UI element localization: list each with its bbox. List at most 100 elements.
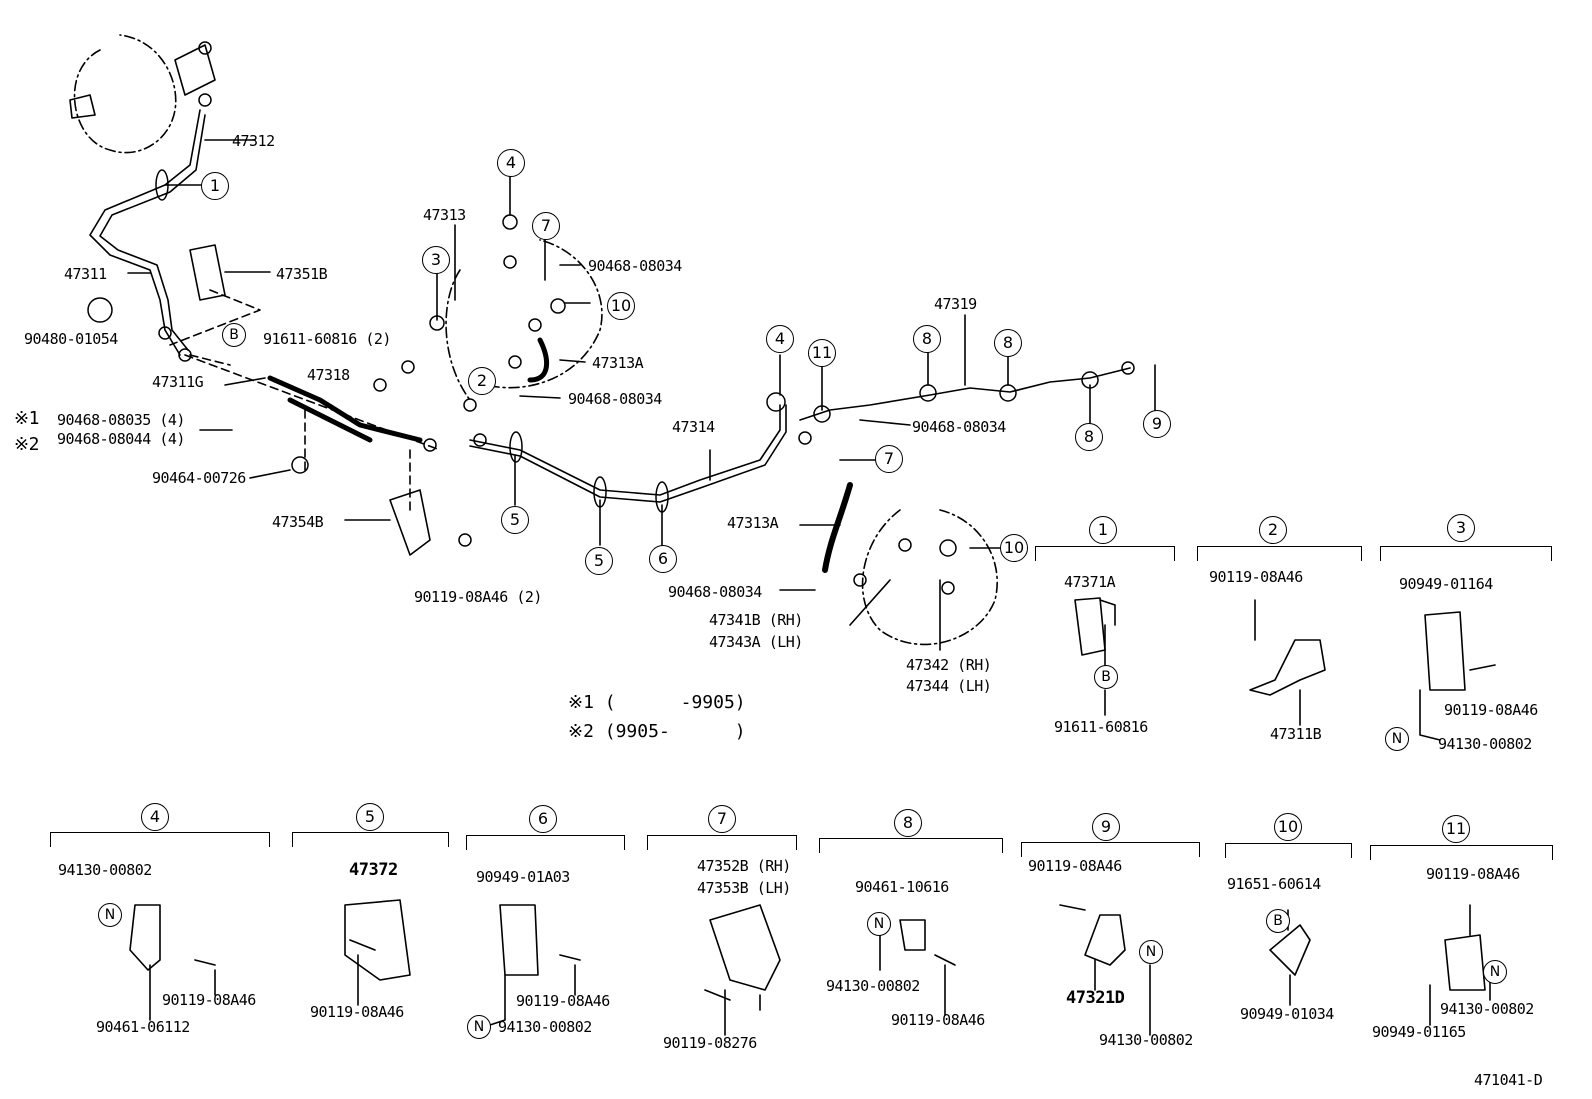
part-47319: 47319 (934, 295, 977, 313)
detail-10-part-b: 90949-01034 (1240, 1005, 1334, 1023)
detail-9-clip (1059, 904, 1126, 966)
part-47344-lh: 47344 (LH) (906, 677, 992, 695)
pipe-47314 (469, 404, 781, 496)
detail-3-clip (1424, 611, 1496, 691)
detail-8-clip (899, 919, 956, 966)
fitting-14 (1121, 361, 1135, 375)
detail-6-part-b: 90119-08A46 (516, 992, 610, 1010)
detail-3-part-a: 90949-01164 (1399, 575, 1493, 593)
part-90468-08035: 90468-08035 (4) (57, 411, 185, 429)
detail-7-bracket-line (647, 835, 797, 850)
callout-5b: 5 (585, 547, 613, 575)
detail-8-part-b: 94130-00802 (826, 977, 920, 995)
detail-10-clip (1269, 924, 1311, 976)
fitting-20 (87, 297, 113, 323)
fitting-12 (508, 355, 522, 369)
detail-1-num: 1 (1089, 516, 1117, 544)
detail-1-part-a: 47371A (1064, 573, 1116, 591)
detail-9-part-b: 47321D (1066, 988, 1125, 1008)
detail-5-bracket (292, 832, 449, 847)
clamp-8a (919, 384, 937, 402)
part-47312: 47312 (232, 132, 275, 150)
detail-7-part-a: 47352B (RH) (697, 857, 791, 875)
callout-10a: 10 (607, 292, 635, 320)
pipe-47312 (89, 109, 201, 356)
star1-mark: ※1 (14, 408, 39, 429)
detail-7-part-c: 90119-08276 (663, 1034, 757, 1052)
detail-8-num: 8 (894, 809, 922, 837)
detail-7-part-b: 47353B (LH) (697, 879, 791, 897)
part-90480-01054: 90480-01054 (24, 330, 118, 348)
star2-mark: ※2 (14, 434, 39, 455)
note-2: ※2 (9905- ) (568, 721, 746, 742)
detail-10-b-mark: B (1266, 909, 1290, 933)
part-90119-08a46-2: 90119-08A46 (2) (414, 588, 542, 606)
detail-2-num: 2 (1259, 516, 1287, 544)
part-90468-08034-d: 90468-08034 (668, 583, 762, 601)
detail-10-bracket (1225, 843, 1352, 858)
clamp-10a (550, 298, 566, 314)
fitting-13 (798, 431, 812, 445)
detail-7-bracket (704, 904, 781, 1001)
hose-47313a-bottom (822, 482, 853, 573)
part-47342-rh: 47342 (RH) (906, 656, 992, 674)
detail-3-part-b: 90119-08A46 (1444, 701, 1538, 719)
callout-7b: 7 (875, 445, 903, 473)
detail-2-part-a: 90119-08A46 (1209, 568, 1303, 586)
clamp-8b (999, 384, 1017, 402)
detail-4-num: 4 (141, 803, 169, 831)
detail-9-bracket (1021, 842, 1200, 857)
right-wheel-outline (861, 509, 998, 646)
detail-5-clip (344, 899, 411, 981)
detail-4-bracket (50, 832, 270, 847)
detail-4-part-c: 90461-06112 (96, 1018, 190, 1036)
pipe-47319 (799, 367, 1131, 421)
detail-4-n-mark: N (98, 903, 122, 927)
part-91611-60816-2: 91611-60816 (2) (263, 330, 391, 348)
clamp-5a (509, 431, 523, 463)
fitting-6 (373, 378, 387, 392)
diagram-id: 471041-D (1474, 1071, 1543, 1089)
leader-dash-1 (169, 289, 441, 511)
mark-b-main: B (222, 323, 246, 347)
part-90468-08034-a: 90468-08034 (588, 257, 682, 275)
part-47313a-bottom: 47313A (727, 514, 779, 532)
detail-1-b-mark: B (1094, 665, 1118, 689)
fitting-3 (198, 93, 212, 107)
part-90464-00726: 90464-00726 (152, 469, 246, 487)
left-wheel-outline (445, 239, 603, 401)
part-47314: 47314 (672, 418, 715, 436)
detail-6-num: 6 (529, 805, 557, 833)
part-90468-08044: 90468-08044 (4) (57, 430, 185, 448)
clamp-3 (429, 315, 445, 331)
master-cylinder-outline (73, 34, 177, 154)
detail-9-part-c: 94130-00802 (1099, 1031, 1193, 1049)
clamp-5b (593, 476, 607, 508)
clamp-4b (766, 392, 786, 412)
detail-1-part-b: 91611-60816 (1054, 718, 1148, 736)
detail-9-n-mark: N (1139, 940, 1163, 964)
callout-8b: 8 (994, 329, 1022, 357)
detail-3-part-c: 94130-00802 (1438, 735, 1532, 753)
pipe-47314-b (469, 404, 787, 503)
detail-3-bracket (1380, 546, 1552, 561)
fitting-19 (291, 456, 309, 474)
detail-4-part-a: 94130-00802 (58, 861, 152, 879)
bracket-47354b (389, 489, 431, 556)
fitting-8 (473, 433, 487, 447)
callout-4a: 4 (497, 149, 525, 177)
part-47311g: 47311G (152, 373, 204, 391)
detail-2-part-b: 47311B (1270, 725, 1322, 743)
detail-8-bracket (819, 838, 1003, 853)
detail-1-bracket (1035, 546, 1175, 561)
callout-1: 1 (201, 172, 229, 200)
detail-5-part-b: 90119-08A46 (310, 1003, 404, 1021)
clamp-8c (1081, 371, 1099, 389)
detail-10-part-a: 91651-60614 (1227, 875, 1321, 893)
detail-6-n-mark: N (467, 1015, 491, 1039)
detail-11-num: 11 (1442, 815, 1470, 843)
detail-4-part-b: 90119-08A46 (162, 991, 256, 1009)
detail-2-joint (1249, 599, 1326, 696)
part-47313: 47313 (423, 206, 466, 224)
fitting-17 (941, 581, 955, 595)
